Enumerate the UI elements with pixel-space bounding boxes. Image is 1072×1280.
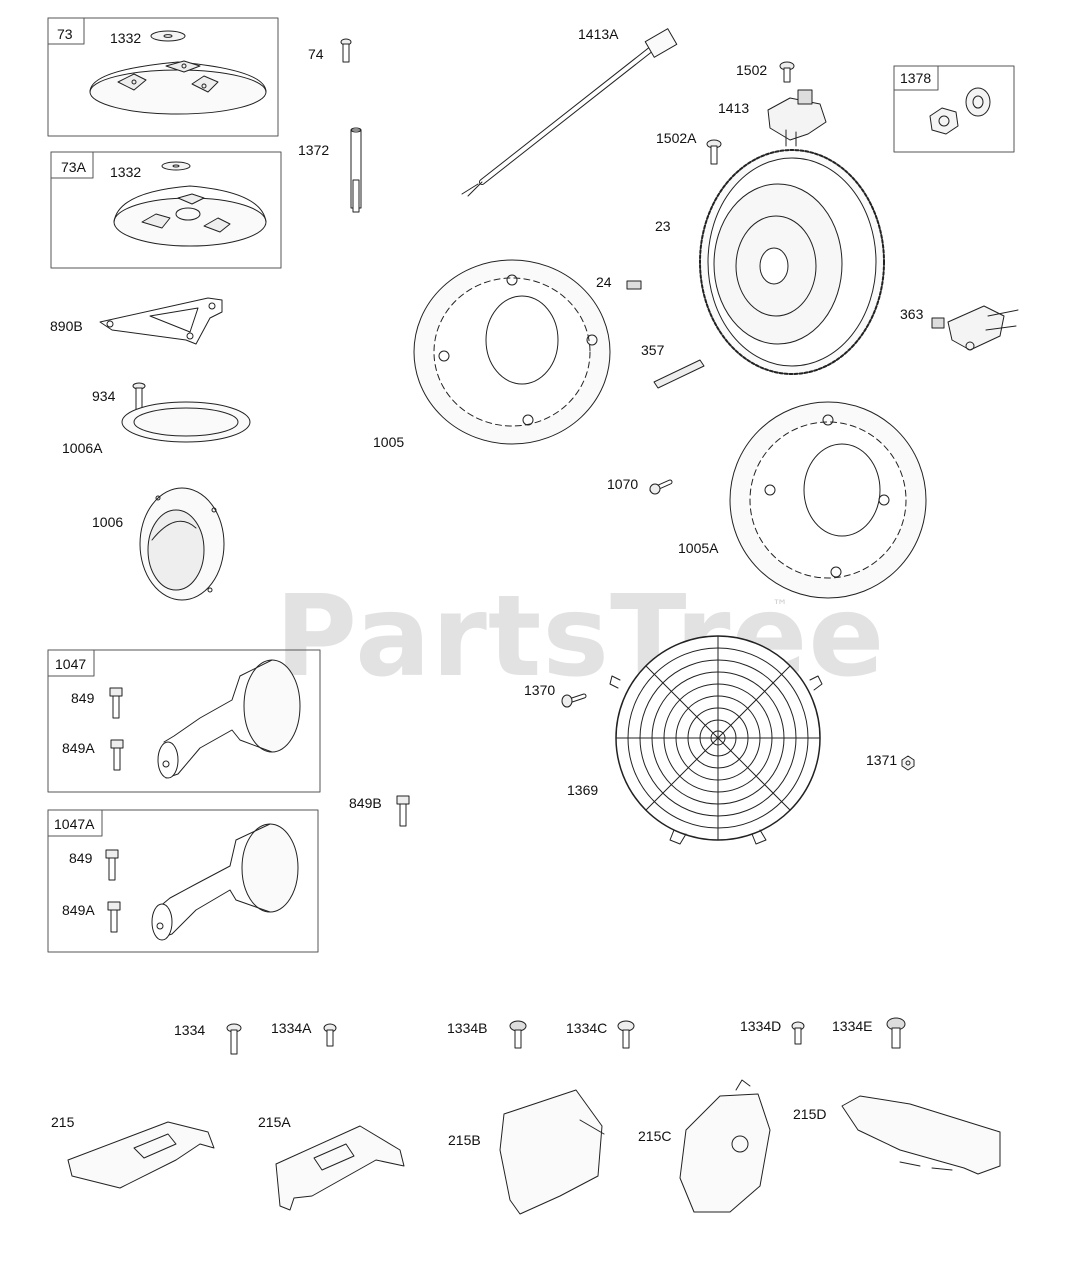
screen-1369-part (609, 635, 823, 845)
part-label-849: 849 (71, 690, 95, 706)
screw-1370-part (561, 693, 587, 708)
box-73a (50, 151, 282, 269)
wire-1413a-part (461, 28, 678, 197)
part-label-1005a: 1005A (678, 540, 719, 556)
shield-215b-part (499, 1089, 605, 1215)
box-tag-1378: 1378 (900, 70, 932, 86)
cup-1006-part (139, 487, 225, 601)
box-tag-1047: 1047 (55, 656, 87, 672)
part-label-1334a: 1334A (271, 1020, 312, 1036)
box-1378 (893, 65, 1015, 153)
part-label-1334: 1334 (174, 1022, 206, 1038)
screw-1502a-part (706, 139, 722, 165)
part-label-1334b: 1334B (447, 1020, 488, 1036)
part-label-215b: 215B (448, 1132, 481, 1148)
key-24-part (626, 280, 642, 290)
box-tag-1047a: 1047A (54, 816, 95, 832)
cover-plate-73-part (89, 60, 267, 115)
stud-1372-part (350, 127, 362, 213)
part-label-24: 24 (596, 274, 612, 290)
part-label-1070: 1070 (607, 476, 639, 492)
part-label-1502: 1502 (736, 62, 768, 78)
fan-1005-part (413, 259, 611, 445)
part-label-23: 23 (655, 218, 671, 234)
trademark-symbol: ™ (772, 596, 788, 615)
screw-934-part (132, 382, 146, 411)
part-label-1006a: 1006A (62, 440, 103, 456)
part-label-849a-b: 849A (62, 902, 95, 918)
washer-1378-part (965, 87, 991, 117)
part-label-1332: 1332 (110, 30, 142, 46)
part-label-1413: 1413 (718, 100, 750, 116)
bolt-849b-part (396, 795, 410, 827)
bolt-74-part (340, 38, 352, 63)
part-label-934: 934 (92, 388, 116, 404)
part-label-849b: 849B (349, 795, 382, 811)
bracket-890b-part (99, 297, 223, 345)
key-357-part (653, 359, 705, 389)
shaft-adapter-1047-part (157, 659, 301, 779)
shield-215d-part (841, 1095, 1001, 1175)
part-label-1413a: 1413A (578, 26, 619, 42)
part-label-1334e: 1334E (832, 1018, 873, 1034)
part-label-215a: 215A (258, 1114, 291, 1130)
shield-215-part (67, 1121, 215, 1189)
nut-1378-part (929, 107, 959, 135)
box-1047 (47, 649, 321, 793)
part-label-1502a: 1502A (656, 130, 697, 146)
part-label-215: 215 (51, 1114, 75, 1130)
part-label-357: 357 (641, 342, 665, 358)
part-label-1332-b: 1332 (110, 164, 142, 180)
part-label-1372: 1372 (298, 142, 330, 158)
box-tag-73: 73 (57, 26, 73, 42)
bolt-1334c-part (617, 1020, 635, 1049)
bolt-1334e-part (886, 1017, 906, 1049)
part-label-1370: 1370 (524, 682, 556, 698)
screw-1070-part (649, 479, 673, 495)
fan-1005a-part (729, 401, 927, 599)
sensor-1413-part (767, 89, 827, 147)
box-73 (47, 17, 279, 137)
box-tag-73a: 73A (61, 159, 86, 175)
part-label-849a: 849A (62, 740, 95, 756)
shield-215c-part (679, 1079, 771, 1213)
part-label-890b: 890B (50, 318, 83, 334)
part-label-1334c: 1334C (566, 1020, 608, 1036)
part-label-1334d: 1334D (740, 1018, 782, 1034)
part-label-74: 74 (308, 46, 324, 62)
bolt-849a-part (110, 739, 124, 771)
box-1047a (47, 809, 319, 953)
part-label-1369: 1369 (567, 782, 599, 798)
bolt-1334d-part (791, 1021, 805, 1045)
part-label-849-b: 849 (69, 850, 93, 866)
bolt-1334a-part (323, 1023, 337, 1047)
shield-215a-part (275, 1125, 405, 1211)
gasket-1006a-part (121, 401, 251, 443)
part-label-1005: 1005 (373, 434, 405, 450)
washer-1332-part (150, 30, 186, 42)
screw-1502-part (779, 61, 795, 83)
part-label-1006: 1006 (92, 514, 124, 530)
bolt-849-part (109, 687, 123, 719)
bolt-1334-part (226, 1023, 242, 1055)
bolt-1334b-part (509, 1020, 527, 1049)
part-label-363: 363 (900, 306, 924, 322)
part-label-1371: 1371 (866, 752, 898, 768)
flywheel-23-part (699, 149, 885, 375)
part-label-215d: 215D (793, 1106, 827, 1122)
part-label-215c: 215C (638, 1128, 672, 1144)
puller-363-part (931, 305, 1019, 351)
nut-1371-part (901, 755, 915, 771)
